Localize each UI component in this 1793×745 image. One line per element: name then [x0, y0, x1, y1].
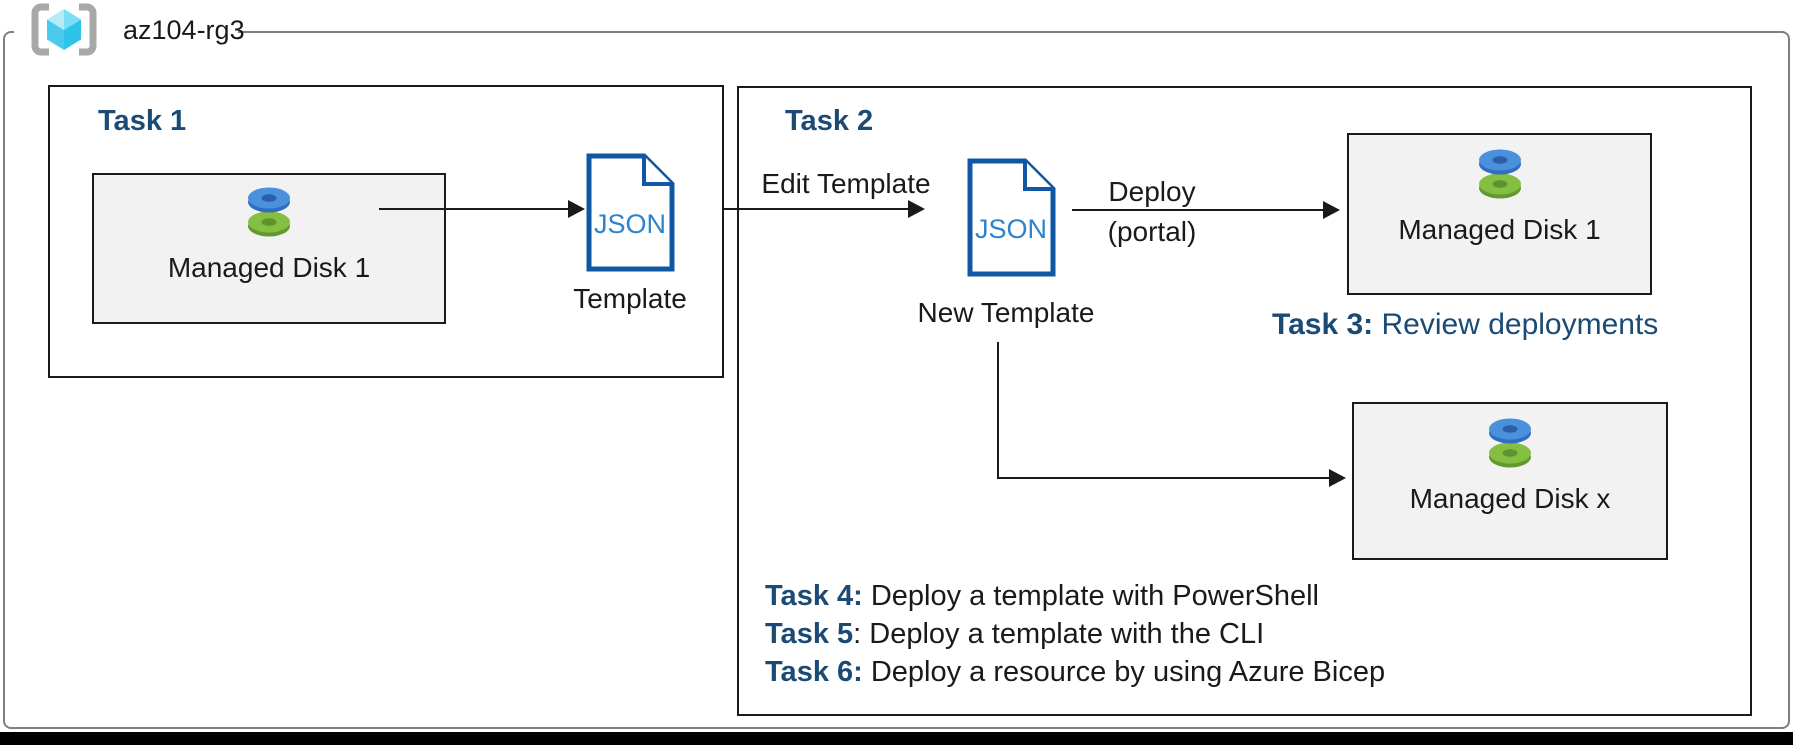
cube-face-top-left — [47, 9, 64, 30]
managed-disk-icon — [237, 183, 301, 246]
task6-rest-label: Deploy a resource by using Azure Bicep — [862, 656, 1386, 688]
deploy-arrow-line — [1072, 209, 1325, 211]
elbow-arrow-horizontal-line — [997, 477, 1331, 479]
managed-disk-1-box: Managed Disk 1 — [92, 173, 446, 324]
json-template-icon: JSON — [586, 153, 675, 277]
resource-group-frame — [3, 31, 1790, 729]
task5-bold-label: Task 5 — [765, 618, 854, 650]
task6-bold-label: Task 6: — [765, 656, 863, 688]
resource-group-name: az104-rg3 — [123, 15, 245, 45]
cube-face-left — [47, 19, 64, 50]
managed-disk-icon — [1468, 145, 1532, 208]
task4-bold-label: Task 4: — [765, 580, 863, 612]
json-new-template-icon: JSON — [967, 158, 1056, 282]
json-new-template-text: JSON — [975, 214, 1047, 244]
cube-face-right — [64, 19, 81, 50]
task5-rest-label: : Deploy a template with the CLI — [853, 618, 1265, 650]
template-label: Template — [573, 283, 687, 314]
new-template-label: New Template — [917, 297, 1095, 328]
resource-group-icon — [30, 2, 98, 62]
deploy-arrow-head — [1323, 201, 1340, 219]
cube-face-top-right — [64, 9, 81, 30]
elbow-arrow-head — [1329, 469, 1346, 487]
json-template-text: JSON — [594, 209, 666, 239]
task1-title: Task 1 — [98, 105, 187, 137]
task4-rest-label: Deploy a template with PowerShell — [862, 580, 1319, 612]
arrow-disk-to-template-head — [568, 200, 585, 218]
edit-template-label: Edit Template — [761, 168, 931, 199]
managed-disk-1-label: Managed Disk 1 — [167, 252, 371, 283]
managed-disk-x-box: Managed Disk x — [1352, 402, 1668, 560]
arrow-disk-to-template-line — [379, 208, 569, 210]
task-list: Task 4: Deploy a template with PowerShel… — [765, 577, 1385, 691]
managed-disk-1-task2-label: Managed Disk 1 — [1398, 214, 1601, 245]
task2-title: Task 2 — [785, 105, 874, 137]
task4-item: Task 4: Deploy a template with PowerShel… — [765, 577, 1385, 615]
task6-item: Task 6: Deploy a resource by using Azure… — [765, 653, 1385, 691]
deploy-label-line2: (portal) — [1107, 216, 1197, 247]
managed-disk-1-box-task2: Managed Disk 1 — [1347, 133, 1652, 295]
elbow-arrow-vertical-line — [997, 342, 999, 479]
task3-text: Task 3: Review deployments — [1272, 308, 1658, 342]
edit-template-arrow-head — [908, 200, 925, 218]
task3-bold-label: Task 3: — [1272, 308, 1374, 341]
task5-item: Task 5: Deploy a template with the CLI — [765, 615, 1385, 653]
edit-template-arrow-line — [722, 208, 910, 210]
managed-disk-x-label: Managed Disk x — [1409, 483, 1611, 514]
deploy-label-line1: Deploy — [1108, 176, 1196, 207]
managed-disk-icon — [1478, 414, 1542, 477]
task3-rest-label: Review deployments — [1373, 308, 1659, 341]
bottom-black-bar — [0, 732, 1793, 745]
